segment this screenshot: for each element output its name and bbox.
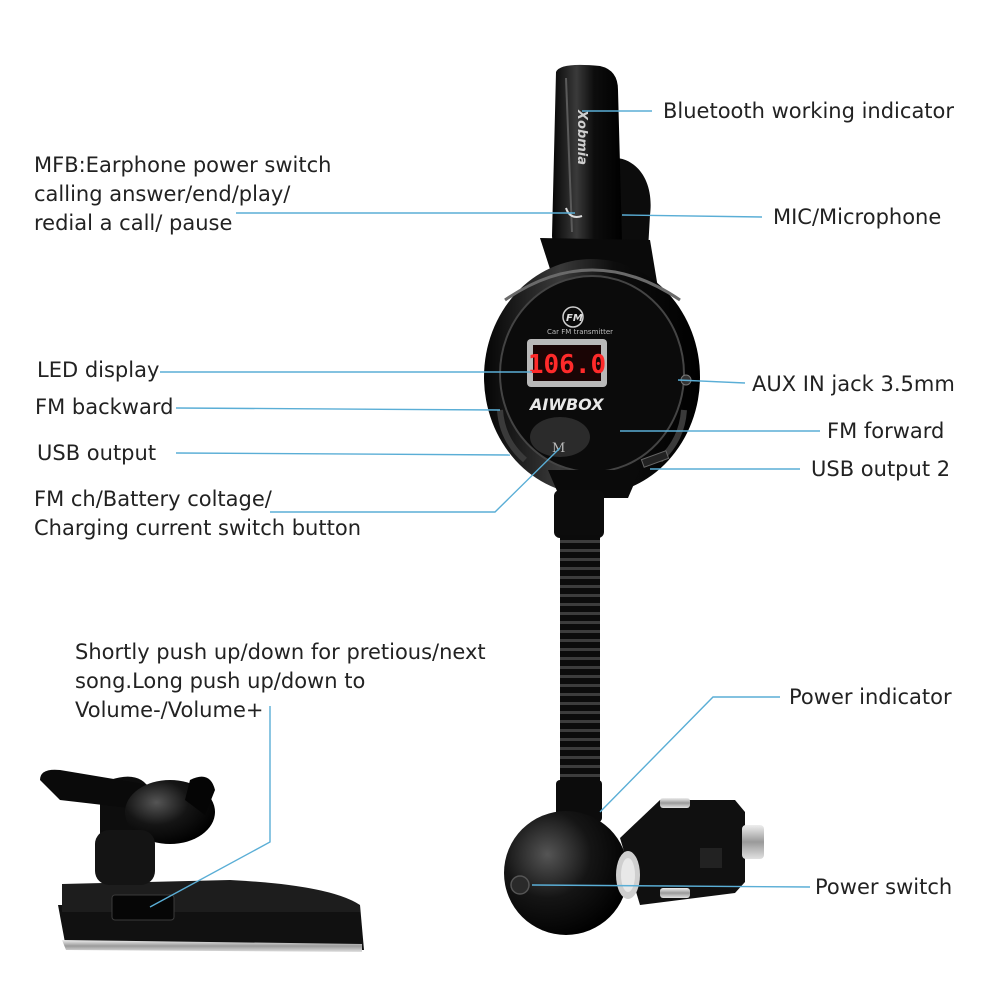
label-power-switch: Power switch	[815, 875, 953, 899]
car-plug	[504, 798, 764, 935]
bluetooth-earpiece: Xobmia	[552, 64, 651, 255]
fm-head: FM Car FM transmitter 106.0 AIWBOX M	[484, 238, 700, 498]
call-button-icon	[565, 207, 583, 218]
plug-tip	[742, 825, 764, 859]
label-usb-output: USB output	[37, 441, 157, 465]
label-mfb-line-1: MFB:Earphone power switch	[34, 153, 332, 177]
label-bluetooth-indicator: Bluetooth working indicator	[663, 99, 955, 123]
label-earphone-line-2: song.Long push up/down to	[75, 669, 366, 693]
label-fm-backward: FM backward	[35, 395, 174, 419]
power-switch-knob	[510, 875, 530, 895]
label-earphone-note: Shortly push up/down for pretious/next s…	[75, 638, 486, 725]
label-fm-forward: FM forward	[827, 419, 945, 443]
gooseneck	[560, 535, 600, 790]
neck-collar	[554, 490, 604, 538]
label-mfb: MFB:Earphone power switch calling answer…	[34, 151, 331, 238]
fm-logo-text: FM	[566, 313, 583, 324]
label-fm-ch-line-2: Charging current switch button	[34, 516, 361, 540]
brand-text: AIWBOX	[528, 395, 604, 414]
fm-subtitle-text: Car FM transmitter	[547, 328, 613, 336]
led-display-value: 106.0	[528, 350, 606, 380]
label-mic: MIC/Microphone	[773, 205, 942, 229]
label-led-display: LED display	[37, 358, 160, 382]
label-earphone-line-1: Shortly push up/down for pretious/next	[75, 640, 486, 664]
mode-button	[530, 417, 590, 457]
label-mfb-line-3: redial a call/ pause	[34, 211, 233, 235]
label-usb-output-2: USB output 2	[811, 457, 951, 481]
leader-lines	[149, 110, 820, 908]
label-earphone-line-3: Volume-/Volume+	[75, 698, 264, 722]
label-fm-ch-switch: FM ch/Battery coltage/ Charging current …	[34, 485, 361, 543]
label-power-indicator: Power indicator	[789, 685, 952, 709]
bluetooth-earphone	[40, 769, 364, 952]
bt-brand-text: Xobmia	[574, 109, 589, 165]
label-mfb-line-2: calling answer/end/play/	[34, 182, 291, 206]
label-fm-ch-line-1: FM ch/Battery coltage/	[34, 487, 272, 511]
label-aux-in: AUX IN jack 3.5mm	[752, 372, 955, 396]
